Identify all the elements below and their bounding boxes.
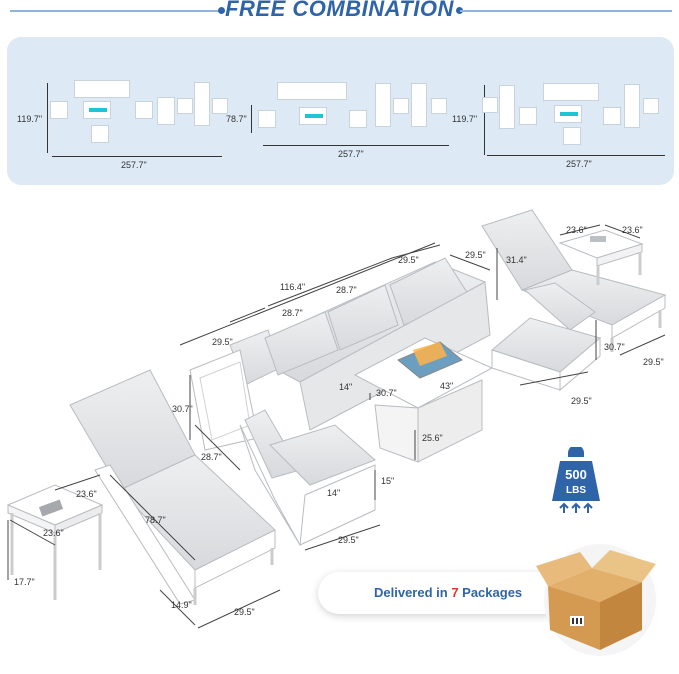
dim-side-table-left-w: 23.6" bbox=[76, 489, 97, 499]
dim-seat-height: 14" bbox=[339, 382, 352, 392]
layout-3-height: 119.7" bbox=[452, 114, 478, 124]
package-box-icon bbox=[536, 544, 656, 656]
delivery-suffix: Packages bbox=[458, 585, 523, 600]
layout-1-width: 257.7" bbox=[121, 160, 147, 170]
layout-2-width: 257.7" bbox=[338, 149, 364, 159]
dim-sofa-seat-4: 29.5" bbox=[398, 255, 419, 265]
dim-side-table-left-h: 17.7" bbox=[14, 577, 35, 587]
title-rule-left bbox=[10, 10, 220, 12]
delivery-prefix: Delivered in bbox=[374, 585, 452, 600]
dim-sofa-seat-2: 28.7" bbox=[282, 308, 303, 318]
dim-fire-table-h: 25.6" bbox=[422, 433, 443, 443]
combination-panel: 119.7" 257.7" 78.7" 257.7" 119.7" bbox=[7, 37, 674, 185]
delivery-banner: Delivered in 7 Packages bbox=[318, 572, 568, 614]
dim-lounger-left-w: 29.5" bbox=[234, 607, 255, 617]
dim-ottoman-right-d: 29.5" bbox=[643, 357, 664, 367]
dim-ottoman-right-w: 29.5" bbox=[571, 396, 592, 406]
layout-2-height: 78.7" bbox=[226, 114, 247, 124]
dim-lounger-left-h: 14.9" bbox=[171, 600, 192, 610]
dim-lounger-left-len: 78.7" bbox=[145, 515, 166, 525]
dim-ottoman-right-h: 30.7" bbox=[604, 342, 625, 352]
dim-sofa-seat-3: 28.7" bbox=[336, 285, 357, 295]
title-rule-right bbox=[460, 10, 672, 12]
page-title: FREE COMBINATION bbox=[225, 0, 454, 21]
weight-unit: LBS bbox=[566, 485, 586, 496]
dim-side-table-right-d: 23.6" bbox=[622, 225, 643, 235]
dim-armchair-arm: 15" bbox=[381, 476, 394, 486]
title-dot-right bbox=[456, 7, 463, 14]
title-dot-left bbox=[218, 7, 225, 14]
dim-sofa-total: 116.4" bbox=[280, 282, 305, 292]
dim-sofa-seat-1: 29.5" bbox=[212, 337, 233, 347]
delivery-count: 7 bbox=[451, 585, 459, 600]
dim-side-table-right-w: 23.6" bbox=[566, 225, 587, 235]
dim-sofa-depth: 29.5" bbox=[465, 250, 486, 260]
left-chaise-lounge bbox=[69, 369, 276, 605]
layout-1-height: 119.7" bbox=[17, 114, 43, 124]
dim-armchair-seat: 14" bbox=[327, 488, 340, 498]
fire-pit-table bbox=[353, 337, 494, 463]
dim-fire-table-w: 43" bbox=[440, 381, 453, 391]
dim-armchair-width: 29.5" bbox=[338, 535, 359, 545]
dim-corner-back-h: 30.7" bbox=[172, 404, 193, 414]
furniture-scene: 116.4" 29.5" 28.7" 28.7" 29.5" 29.5" 31.… bbox=[6, 209, 667, 629]
left-armchair bbox=[239, 409, 376, 546]
right-chaise-lounge bbox=[481, 209, 667, 352]
dim-corner-depth: 28.7" bbox=[201, 452, 222, 462]
left-side-table bbox=[6, 484, 104, 600]
weight-value: 500 bbox=[565, 467, 587, 482]
dim-lounger-right-back: 31.4" bbox=[506, 255, 527, 265]
weight-icon: 500 LBS bbox=[552, 447, 600, 513]
right-armless-chair bbox=[490, 282, 602, 392]
right-side-table bbox=[558, 229, 644, 285]
dim-fire-table-d: 30.7" bbox=[376, 388, 397, 398]
dim-side-table-left-d: 23.6" bbox=[43, 528, 64, 538]
layout-3-width: 257.7" bbox=[566, 159, 592, 169]
